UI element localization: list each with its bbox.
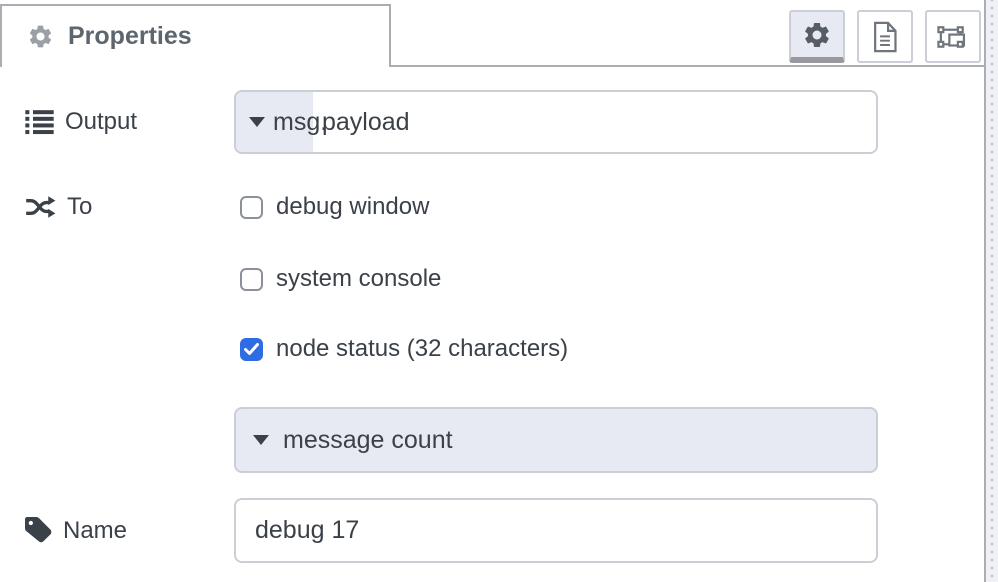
tab-title: Properties <box>68 22 192 50</box>
edit-dialog-toolbar <box>789 10 981 63</box>
to-option-debug-window: debug window <box>240 193 429 221</box>
chevron-down-icon <box>249 117 265 127</box>
output-label-text: Output <box>65 108 138 135</box>
to-label-text: To <box>67 193 93 220</box>
tray-resize-handle[interactable] <box>986 0 998 582</box>
debug-window-checkbox[interactable] <box>240 195 263 219</box>
system-console-label: system console <box>276 265 442 292</box>
tab-strip-divider <box>391 65 985 67</box>
to-option-system-console: system console <box>240 265 441 293</box>
output-property-input[interactable] <box>313 92 876 152</box>
description-tab-button[interactable] <box>857 10 913 63</box>
appearance-icon <box>936 22 970 52</box>
chevron-down-icon <box>253 435 269 445</box>
tab-properties[interactable]: Properties <box>0 4 391 67</box>
name-input[interactable] <box>234 498 878 563</box>
status-type-label: message count <box>283 425 453 454</box>
document-icon <box>870 21 900 53</box>
output-field-label: Output <box>25 90 137 154</box>
debug-window-label: debug window <box>276 193 430 220</box>
node-status-checkbox[interactable] <box>240 337 263 361</box>
gear-icon <box>802 20 832 50</box>
to-option-node-status: node status (32 characters) <box>240 335 568 363</box>
system-console-checkbox[interactable] <box>240 267 263 291</box>
panel-right-border <box>984 0 986 582</box>
name-field-label: Name <box>25 498 127 563</box>
to-field-label: To <box>25 189 92 225</box>
shuffle-icon <box>25 194 56 220</box>
properties-tab-button[interactable] <box>789 10 845 63</box>
status-type-select[interactable]: message count <box>234 407 878 473</box>
name-label-text: Name <box>63 516 128 544</box>
node-status-label: node status (32 characters) <box>276 335 569 362</box>
output-type-select[interactable]: msg. <box>236 92 327 152</box>
output-typed-input: msg. <box>234 90 878 154</box>
gear-icon <box>27 23 54 50</box>
list-icon <box>25 109 54 135</box>
tag-icon <box>25 517 52 544</box>
appearance-tab-button[interactable] <box>925 10 981 63</box>
